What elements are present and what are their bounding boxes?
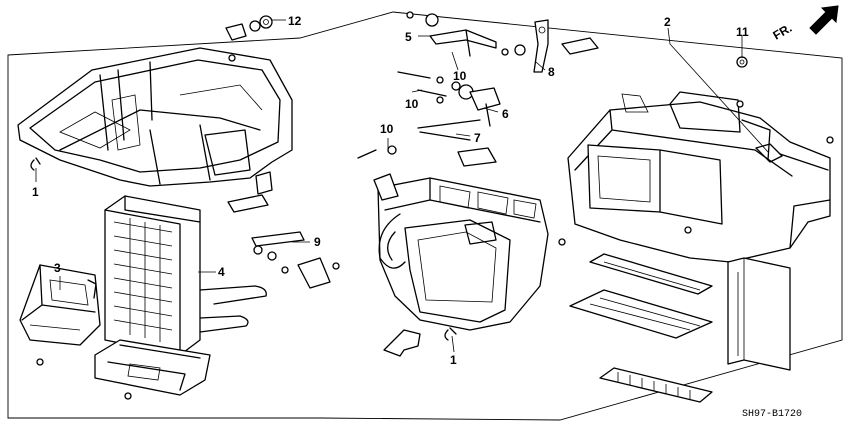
rod-clips-10 xyxy=(397,71,461,104)
screw-11 xyxy=(736,56,748,68)
callout-6: 6 xyxy=(502,107,509,121)
linkage-5 xyxy=(406,11,526,57)
heater-core-small xyxy=(599,367,713,403)
callout-8: 8 xyxy=(548,65,555,79)
mounting-bracket xyxy=(383,329,421,357)
callout-10-lower: 10 xyxy=(380,122,394,136)
callout-1-left: 1 xyxy=(32,185,39,199)
callout-7: 7 xyxy=(474,131,481,145)
lever-8 xyxy=(533,19,599,73)
lower-case xyxy=(19,264,101,366)
callout-10-upper: 10 xyxy=(453,69,467,83)
callouts: 12 2 11 5 8 10 10 6 10 7 1 4 3 9 1 xyxy=(32,14,749,367)
upper-heater-housing xyxy=(17,47,293,187)
servo-actuator xyxy=(373,173,399,201)
lever-6 xyxy=(458,84,501,127)
assembly-frame xyxy=(7,11,843,421)
filter-panel-a xyxy=(589,253,713,295)
callout-10-middle: 10 xyxy=(405,97,419,111)
wire-clip-center xyxy=(444,327,457,341)
filter-vertical xyxy=(727,257,791,371)
callout-9: 9 xyxy=(314,235,321,249)
screw-center xyxy=(558,238,566,246)
callout-5: 5 xyxy=(405,30,412,44)
linkage-arm-9 xyxy=(251,231,340,289)
callout-12: 12 xyxy=(288,14,302,28)
callout-1-center: 1 xyxy=(450,353,457,367)
front-direction-arrow: FR. xyxy=(771,5,839,43)
direction-label: FR. xyxy=(771,21,795,43)
callout-3: 3 xyxy=(54,261,61,275)
callout-2: 2 xyxy=(664,15,671,29)
evaporator-brackets xyxy=(227,171,273,213)
mode-housing xyxy=(377,177,549,331)
clip-hardware-12 xyxy=(225,15,273,62)
wire-clip-left xyxy=(30,157,41,171)
evaporator-core xyxy=(104,195,267,356)
drain-tray xyxy=(94,339,211,400)
heater-unit-main xyxy=(567,91,834,263)
link-rod-7 xyxy=(357,119,497,167)
filter-panel-b xyxy=(569,289,713,339)
callout-11: 11 xyxy=(736,25,749,39)
diagram-code: SH97-B1720 xyxy=(742,409,802,420)
callout-4: 4 xyxy=(218,265,225,279)
leader-lines xyxy=(35,19,769,353)
